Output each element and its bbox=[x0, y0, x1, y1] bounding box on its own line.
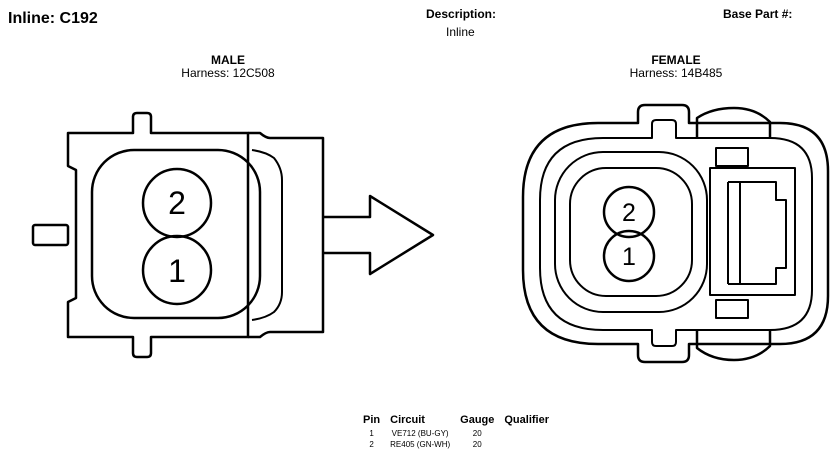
male-rear-inner bbox=[251, 149, 283, 321]
male-pin-1-circle bbox=[141, 234, 213, 306]
header-qualifier: Qualifier bbox=[504, 414, 549, 426]
gauge-cell: 20 bbox=[472, 429, 482, 438]
pin-table-header-row: Pin Circuit Gauge Qualifier bbox=[358, 414, 554, 428]
male-title: MALE bbox=[211, 53, 245, 67]
header-gauge: Gauge bbox=[460, 414, 495, 426]
female-latch-bracket bbox=[727, 181, 787, 285]
female-title: FEMALE bbox=[651, 53, 701, 67]
description-label: Description: bbox=[426, 7, 497, 21]
male-harness: Harness: 12C508 bbox=[181, 66, 275, 80]
male-connector: 2 1 bbox=[31, 111, 325, 359]
table-row: 1 VE712 (BU-GY) 20 bbox=[358, 428, 554, 439]
female-outer-shell bbox=[521, 103, 830, 364]
female-harness: Harness: 14B485 bbox=[629, 66, 723, 80]
circuit-cell: VE712 (BU-GY) bbox=[391, 429, 449, 438]
gauge-cell: 20 bbox=[472, 440, 482, 449]
base-part-label: Base Part #: bbox=[723, 7, 793, 21]
female-pin-2-label: 2 bbox=[622, 199, 636, 227]
female-housing-ring bbox=[554, 151, 708, 313]
female-pin-2-circle bbox=[602, 185, 656, 239]
male-pin-cavity bbox=[90, 148, 262, 320]
male-body-outline bbox=[66, 111, 250, 359]
female-pin-cavity bbox=[569, 167, 693, 297]
connector-title: Inline: C192 bbox=[8, 10, 98, 27]
qualifier-cell bbox=[499, 439, 554, 450]
female-top-latch-bump bbox=[695, 106, 772, 138]
mating-arrow bbox=[323, 194, 435, 276]
qualifier-cell bbox=[499, 428, 554, 439]
male-header: MALE Harness: 12C508 bbox=[178, 54, 278, 80]
male-pin-2-label: 2 bbox=[168, 185, 186, 221]
pin-cell: 2 bbox=[369, 440, 374, 449]
pin-table: Pin Circuit Gauge Qualifier 1 VE712 (BU-… bbox=[358, 414, 554, 450]
female-bottom-latch-bump bbox=[695, 330, 772, 362]
table-row: 2 RE405 (GN-WH) 20 bbox=[358, 439, 554, 450]
circuit-cell: RE405 (GN-WH) bbox=[390, 440, 451, 449]
description-value: Inline bbox=[446, 25, 475, 39]
female-latch-top-block bbox=[715, 147, 749, 167]
female-connector: 2 1 bbox=[521, 103, 830, 364]
male-pin-1-label: 1 bbox=[168, 253, 186, 289]
female-inner-shell bbox=[539, 119, 813, 347]
male-left-stub bbox=[31, 223, 70, 247]
female-pin-1-label: 1 bbox=[622, 243, 636, 271]
pin-cell: 1 bbox=[369, 429, 374, 438]
header-circuit: Circuit bbox=[390, 414, 425, 426]
female-pin-1-circle bbox=[602, 229, 656, 283]
female-latch-frame bbox=[709, 167, 796, 296]
header-pin: Pin bbox=[363, 414, 381, 426]
male-rear-housing bbox=[248, 131, 325, 339]
female-header: FEMALE Harness: 14B485 bbox=[626, 54, 726, 80]
female-latch-bottom-block bbox=[715, 299, 749, 319]
